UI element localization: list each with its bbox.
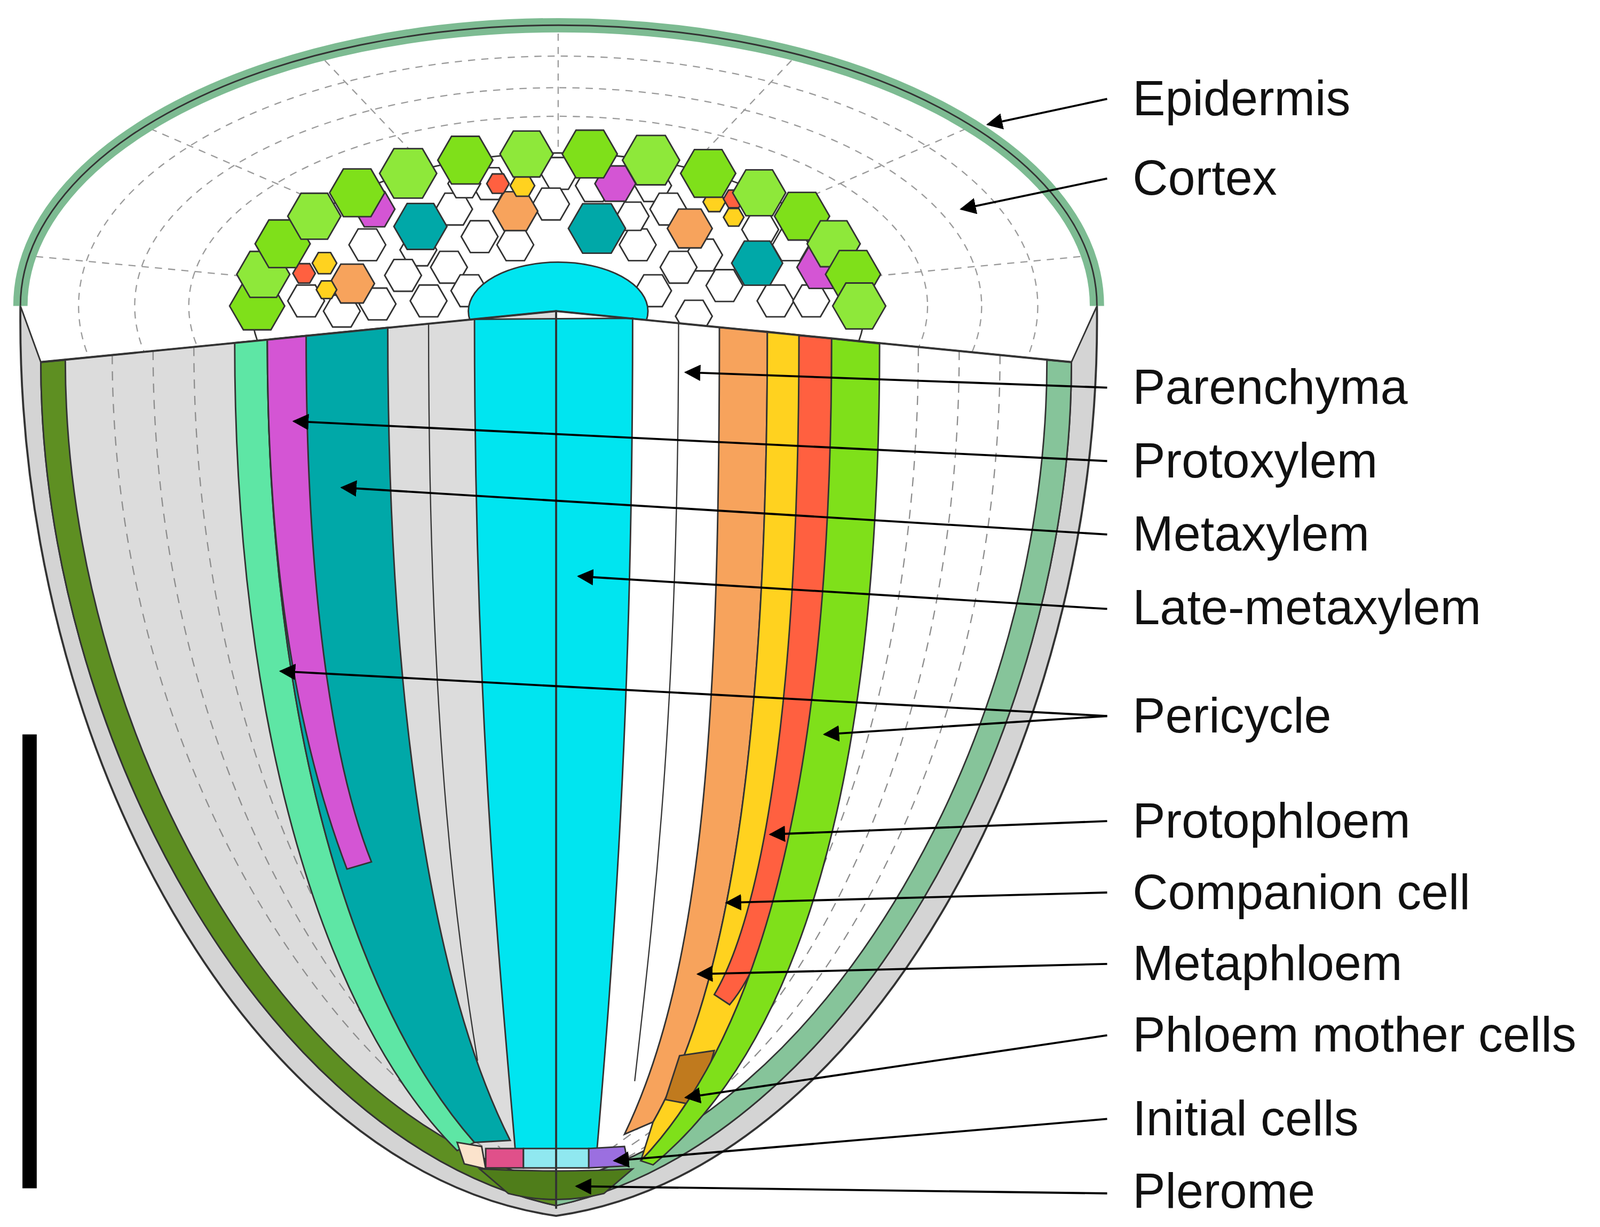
stele-cross-section-part xyxy=(292,165,846,304)
stele-cross-section-part-part xyxy=(329,264,375,304)
cut-face-part xyxy=(428,323,478,1061)
part-label: Phloem mother cells xyxy=(1132,1006,1576,1066)
cut-face-part xyxy=(457,1142,487,1170)
leader-lines-part xyxy=(614,1119,1107,1161)
stele-cross-section-part-part xyxy=(622,135,680,186)
stele-cross-section-part-part xyxy=(667,209,712,249)
cut-face-part xyxy=(485,1149,524,1169)
leader-lines xyxy=(280,98,1108,1194)
stele-cross-section-part-part xyxy=(486,173,510,194)
root-body xyxy=(20,306,1097,1217)
cut-face-part xyxy=(640,338,880,1166)
part-label: Initial cells xyxy=(1132,1089,1359,1150)
part-label: Metaphloem xyxy=(1132,934,1403,994)
leader-lines-part xyxy=(342,487,1108,535)
cut-face-part xyxy=(474,318,633,1152)
part-label: Plerome xyxy=(1132,1162,1316,1222)
part-label: Late-metaxylem xyxy=(1132,578,1481,638)
stele-cross-section-part-part xyxy=(329,169,385,217)
stele-cross-section-part-part xyxy=(312,252,337,274)
root-body-part xyxy=(20,306,1097,1217)
cut-face-part xyxy=(588,1146,629,1169)
stele-cross-section-part-part xyxy=(510,175,535,197)
cut-face-part xyxy=(267,327,511,1144)
part-label: Pericycle xyxy=(1132,686,1332,747)
stele-cross-section-part-part xyxy=(496,228,534,261)
cut-face-part xyxy=(634,322,679,1082)
leader-lines-part xyxy=(280,671,1108,717)
stele-cross-section-part xyxy=(229,130,886,330)
cut-face-part xyxy=(555,311,558,1210)
leader-lines-part xyxy=(294,421,1108,462)
stele-cross-section-part-part xyxy=(757,284,795,318)
leader-lines-part xyxy=(685,372,1108,388)
leader-lines-part xyxy=(770,821,1108,835)
stele-cross-section-part-part xyxy=(379,148,437,199)
part-label: Epidermis xyxy=(1132,69,1351,129)
leader-lines-part xyxy=(698,964,1108,975)
leader-lines-part xyxy=(824,716,1108,735)
cut-face-part xyxy=(556,1149,589,1169)
leader-lines-part xyxy=(576,1186,1107,1194)
part-label: Parenchyma xyxy=(1132,358,1408,418)
stele-cross-section-part-part xyxy=(500,131,553,178)
stele-cross-section-part-part xyxy=(832,283,886,330)
stele-cross-section-part-part xyxy=(793,284,830,318)
stele-cross-section-part-part xyxy=(384,259,422,292)
leader-lines-part xyxy=(987,98,1108,125)
stele-cross-section-part-part xyxy=(492,191,538,231)
stele-cross-section-part-part xyxy=(437,136,493,184)
leader-lines-part xyxy=(726,892,1107,904)
leader-lines-part xyxy=(578,576,1107,609)
part-label: Protoxylem xyxy=(1132,431,1378,491)
cut-face xyxy=(40,311,1072,1210)
stele-cross-section-part-part xyxy=(680,149,736,197)
part-label: Cortex xyxy=(1132,148,1277,209)
stele-cross-section-part-part xyxy=(562,130,618,178)
stele-cross-section-part-part xyxy=(732,169,786,216)
stele-cross-section-part-part xyxy=(316,280,337,299)
cut-face-part xyxy=(267,335,372,870)
stele-cross-section-part-part xyxy=(619,228,657,261)
part-label: Metaxylem xyxy=(1132,504,1370,565)
stele-cross-section-part-part xyxy=(287,193,341,240)
stele-cross-section-part-part xyxy=(410,284,448,318)
part-label: Protophloem xyxy=(1132,791,1411,852)
stele-cross-section-part-part xyxy=(660,251,697,284)
leader-lines-part xyxy=(685,1035,1108,1099)
leader-lines-part xyxy=(961,178,1107,210)
scale-bar xyxy=(22,734,37,1190)
part-label: Companion cell xyxy=(1132,863,1471,923)
stele-cross-section-part-part xyxy=(393,203,447,250)
stele-cross-section-part-part xyxy=(461,220,498,253)
stele-cross-section-part-part xyxy=(568,203,626,254)
stele-cross-section-part-part xyxy=(723,208,744,227)
stele-cross-section-part-part xyxy=(349,228,386,261)
stele-cross-section-part-part xyxy=(532,188,570,221)
cut-face-part xyxy=(523,1149,557,1169)
stele-cross-section-part-part xyxy=(731,241,783,286)
cut-face-part xyxy=(556,311,1072,1207)
